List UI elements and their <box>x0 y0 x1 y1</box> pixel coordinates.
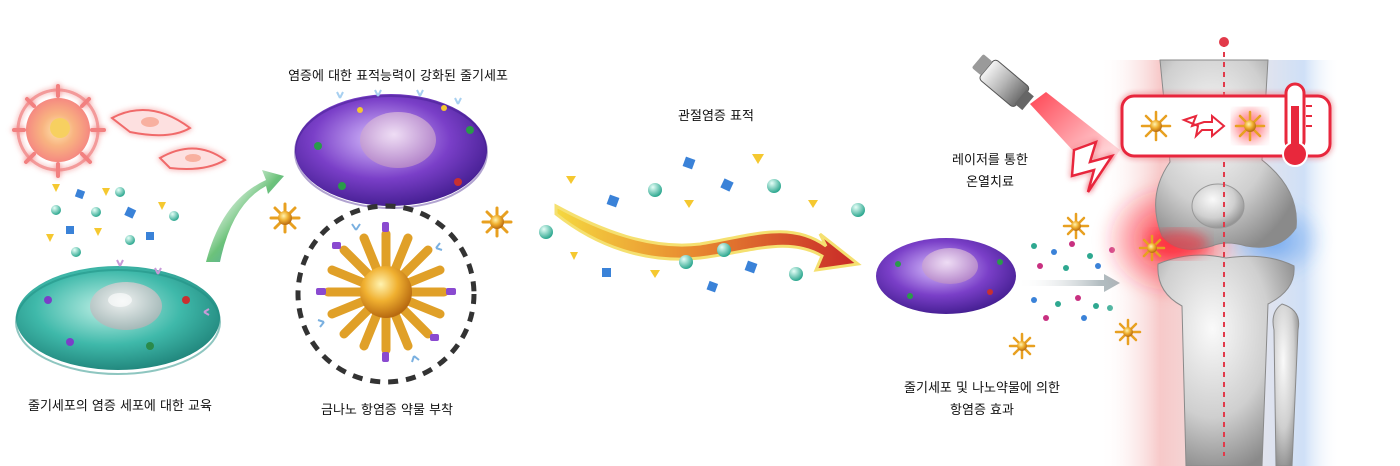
label-education: 줄기세포의 염증 세포에 대한 교육 <box>28 399 212 414</box>
release-arrow <box>1016 274 1120 292</box>
gold-nanoparticle-joint-2 <box>1114 318 1142 346</box>
laser-device <box>972 54 1120 180</box>
gold-nanoparticle-joint-1 <box>1138 234 1166 262</box>
label-joint-targeting: 관절염증 표적 <box>678 109 754 124</box>
gold-nanoparticle-released-1 <box>1062 212 1090 240</box>
education-arrow <box>206 170 284 262</box>
heat-arrow-icon <box>1181 113 1226 140</box>
label-gold-nano-attach: 금나노 항염증 약물 부착 <box>321 403 453 418</box>
inflammatory-cells <box>12 84 227 178</box>
drug-particles-middle <box>539 154 865 293</box>
label-laser-line2: 온열치료 <box>966 175 1014 190</box>
drug-particles-left <box>46 184 179 257</box>
label-laser-line1: 레이저를 통한 <box>952 153 1028 168</box>
heat-inset-panel <box>1120 82 1332 167</box>
gold-nanoparticle-released-2 <box>1008 332 1036 360</box>
joint-targeting-arrow <box>554 203 862 272</box>
gold-nanoparticle-small-left <box>269 202 301 234</box>
gold-nanoparticle-large <box>295 203 477 385</box>
thermometer-icon <box>1282 82 1312 167</box>
stem-cell-teal <box>15 259 221 375</box>
gold-nanoparticle-small-right <box>481 206 513 238</box>
midline-marker-dot <box>1219 37 1229 47</box>
stem-cell-purple-enhanced <box>294 89 488 209</box>
stem-cell-purple-small <box>876 238 1016 314</box>
label-effect-line1: 줄기세포 및 나노약물에 의한 <box>904 381 1060 396</box>
label-enhanced-targeting: 염증에 대한 표적능력이 강화된 줄기세포 <box>288 69 508 84</box>
lightning-icon <box>1070 139 1115 193</box>
released-particles <box>1031 241 1115 321</box>
label-effect-line2: 항염증 효과 <box>950 403 1014 418</box>
